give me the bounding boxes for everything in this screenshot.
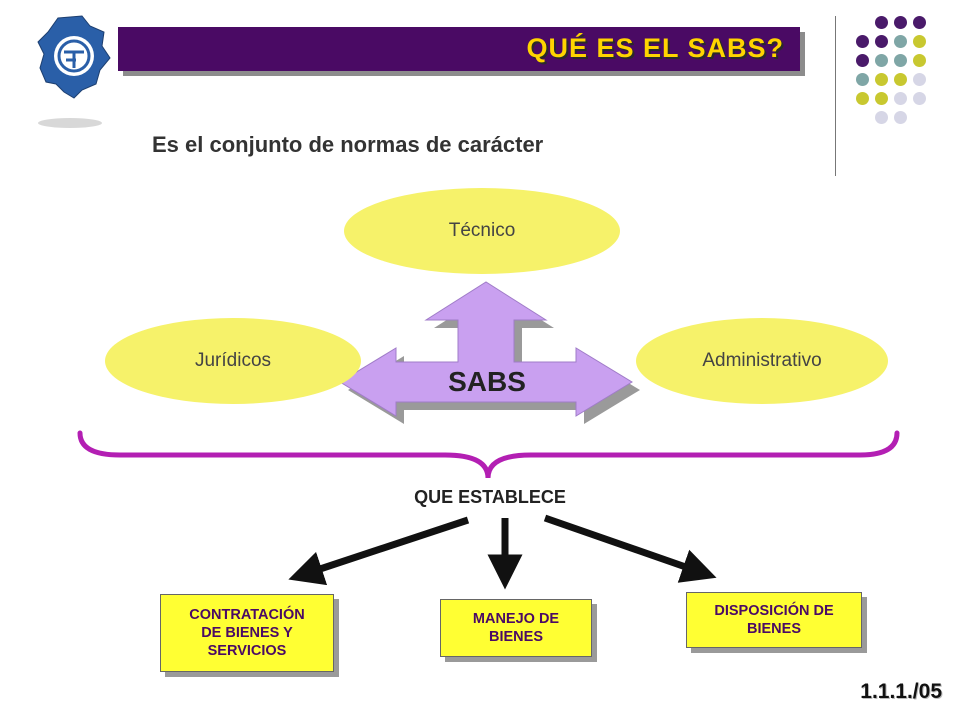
decorative-dot [875,92,888,105]
decorative-dot [894,92,907,105]
bolivia-map-logo-icon [37,15,111,99]
decorative-dot [875,54,888,67]
output-box-contratacion: CONTRATACIÓN DE BIENES Y SERVICIOS [160,594,334,672]
decorative-dot [875,35,888,48]
decorative-dot [875,111,888,124]
connector-label: QUE ESTABLECE [414,487,566,507]
decorative-dot [913,54,926,67]
decorative-dot [894,16,907,29]
decorative-dot [913,73,926,86]
decorative-dot [875,16,888,29]
decorative-dot [856,35,869,48]
output-box-manejo: MANEJO DE BIENES [440,599,592,657]
decorative-dot [894,35,907,48]
decorative-dot [875,73,888,86]
decorative-dot [894,111,907,124]
decorative-dot [913,92,926,105]
node-juridicos: Jurídicos [105,318,361,404]
decorative-dot [856,73,869,86]
decorative-dot [913,35,926,48]
dot-grid-decoration [0,0,960,200]
output-box-disposicion: DISPOSICIÓN DE BIENES [686,592,862,648]
decorative-dot [894,54,907,67]
slide-title: QUÉ ES EL SABS? [526,33,784,63]
slide-number: 1.1.1./05 [860,680,942,703]
arrow-to-disposicion [543,514,717,583]
decorative-dot [856,54,869,67]
decorative-dot [856,92,869,105]
three-way-arrow [339,281,633,417]
decorative-dot [913,16,926,29]
logo-shadow [38,118,102,128]
curly-brace [77,430,900,479]
decorative-dot [894,73,907,86]
subtitle: Es el conjunto de normas de carácter [152,132,544,157]
node-tecnico: Técnico [344,188,620,274]
node-administrativo: Administrativo [636,318,888,404]
title-bar: QUÉ ES EL SABS? [118,27,800,71]
sabs-label: SABS [448,366,526,397]
decorative-divider [835,16,836,176]
arrow-to-contratacion [288,516,470,586]
